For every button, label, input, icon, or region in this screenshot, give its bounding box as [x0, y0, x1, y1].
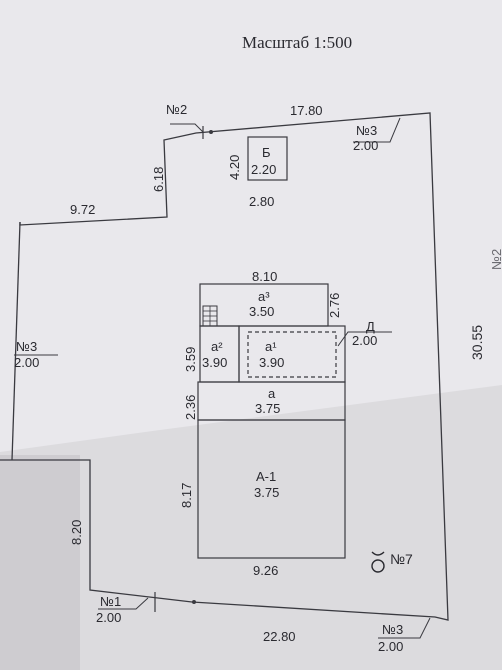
building-b: [247, 136, 288, 181]
boundary-left-edge: [11, 221, 21, 461]
marker-n3-top: №3: [356, 123, 378, 138]
a1main-bottom-dim: 9.26: [253, 563, 279, 578]
dim-top: 17.80: [290, 103, 323, 118]
a2-left-dim: 3.59: [183, 346, 198, 372]
marker-n2: №2: [166, 102, 188, 117]
gas-marker-icon: [371, 551, 385, 573]
building-b-bottom-dim: 2.80: [249, 194, 275, 209]
leader-n1: [98, 597, 149, 610]
dim-top-left-riser: 6.18: [151, 166, 166, 192]
room-a1-main: [197, 419, 346, 559]
dim-right: 30.55: [469, 324, 485, 360]
a1main-value: 3.75: [254, 485, 280, 500]
paper-shadow: [0, 385, 502, 670]
a1main-label: А-1: [256, 469, 277, 484]
point-n1: [192, 600, 196, 604]
building-b-left-dim: 4.20: [227, 154, 242, 180]
building-b-label: Б: [262, 145, 271, 160]
marker-n1-val: 2.00: [96, 610, 122, 625]
marker-n3-bottom: №3: [382, 622, 404, 637]
marker-d-val: 2.00: [352, 333, 378, 348]
marker-n3-bottom-val: 2.00: [378, 639, 404, 654]
leader-n3-bottom: [378, 617, 431, 639]
a3-right-dim: 2.76: [327, 292, 342, 318]
paper-shadow-left: [0, 455, 80, 670]
marker-n7: №7: [390, 551, 413, 567]
marker-d: Д: [366, 319, 375, 334]
a3-label: а³: [258, 289, 270, 304]
a3-value: 3.50: [249, 304, 275, 319]
marker-n3-top-val: 2.00: [353, 138, 379, 153]
building-b-height: 2.20: [251, 162, 277, 177]
site-boundary: [0, 112, 449, 621]
a-left-dim: 2.36: [183, 394, 198, 420]
edge-text: №2: [489, 248, 502, 270]
leader-n3-top: [353, 117, 401, 143]
marker-n3-left: №3: [16, 339, 38, 354]
marker-n3-left-val: 2.00: [14, 355, 40, 370]
dim-left-lower: 8.20: [69, 519, 84, 545]
a-value: 3.75: [255, 401, 281, 416]
leader-d: [337, 331, 392, 347]
dim-bottom: 22.80: [263, 629, 296, 644]
a2-value: 3.90: [202, 355, 228, 370]
a1-value: 3.90: [259, 355, 285, 370]
dim-left-step: 9.72: [70, 202, 96, 217]
room-a1-dashed: [247, 331, 337, 378]
a2-label: а²: [211, 339, 223, 354]
a-label: а: [268, 386, 276, 401]
a1-label: а¹: [265, 339, 277, 354]
point-n2: [209, 130, 213, 134]
marker-n1: №1: [100, 594, 122, 609]
scale-label: Масштаб 1:500: [242, 33, 353, 52]
a3-top-dim: 8.10: [252, 269, 278, 284]
a1main-left-dim: 8.17: [179, 482, 194, 508]
leader-n2: [170, 123, 204, 133]
